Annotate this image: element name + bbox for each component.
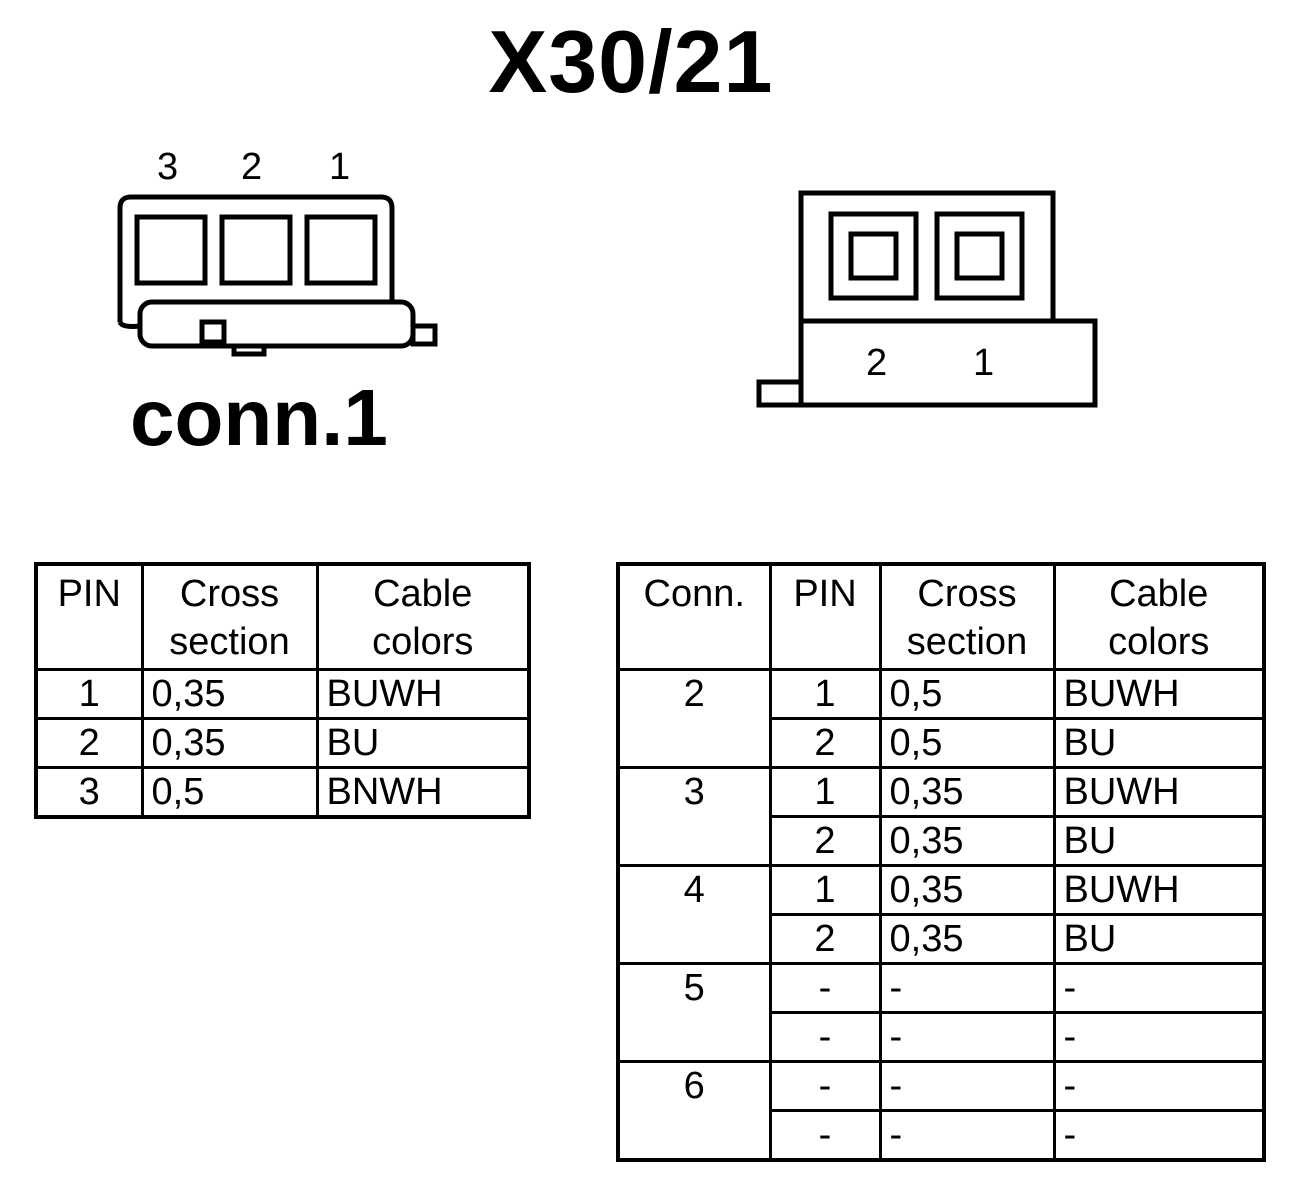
- table-row: 3 0,5 BNWH: [34, 766, 531, 819]
- table-row: 5 - - -: [616, 962, 1266, 1063]
- table-row: 2 1 0,5 BUWH: [616, 668, 1266, 769]
- cross-section-cell: -: [878, 1060, 1056, 1112]
- cross-section-cell: -: [878, 1011, 1056, 1063]
- table-header-row: PIN Cross section Cable colors: [34, 562, 531, 671]
- cable-color-cell: -: [1052, 1109, 1266, 1162]
- cross-section-cell: 0,35: [140, 717, 319, 769]
- cross-section-cell: -: [878, 1109, 1056, 1162]
- pin-cell: 1: [768, 864, 882, 916]
- connector-1-pin-label: 3: [157, 146, 179, 188]
- connector-2-drawing: [756, 190, 1098, 408]
- conn-cell: 6: [616, 1060, 772, 1162]
- cable-color-cell: BUWH: [1052, 766, 1266, 818]
- conn-cell: 5: [616, 962, 772, 1063]
- connector-2-pin-label: 2: [866, 342, 888, 384]
- pin-cell: 2: [768, 717, 882, 769]
- cross-section-cell: 0,5: [878, 717, 1056, 769]
- conn-cell: 3: [616, 766, 772, 867]
- cable-color-cell: BUWH: [315, 668, 531, 720]
- pin-cell: 2: [768, 815, 882, 867]
- header-cable-colors: Cable colors: [315, 562, 531, 671]
- cable-color-cell: -: [1052, 1011, 1266, 1063]
- cross-section-cell: 0,35: [878, 766, 1056, 818]
- connector-1-name: conn.1: [130, 373, 388, 462]
- pin-cell: 2: [768, 913, 882, 965]
- table-row: 4 1 0,35 BUWH: [616, 864, 1266, 965]
- pin-cell: 1: [34, 668, 144, 720]
- header-text: Cross: [179, 573, 280, 615]
- cable-color-cell: BUWH: [1052, 668, 1266, 720]
- table-row: 2 0,35 BU: [618, 815, 1266, 867]
- pin-cell: -: [768, 1109, 882, 1162]
- table-row: 2 0,35 BU: [618, 913, 1266, 965]
- header-cable-colors: Cable colors: [1052, 562, 1266, 671]
- diagram-title: X30/21: [488, 12, 774, 111]
- cross-section-cell: 0,35: [878, 913, 1056, 965]
- header-conn: Conn.: [616, 562, 772, 671]
- pin-cell: 1: [768, 766, 882, 818]
- header-text: PIN: [57, 573, 121, 615]
- cable-color-cell: BU: [1052, 815, 1266, 867]
- cable-color-cell: BNWH: [315, 766, 531, 819]
- cross-section-cell: 0,35: [878, 815, 1056, 867]
- cable-color-cell: -: [1052, 962, 1266, 1014]
- cable-color-cell: BU: [1052, 913, 1266, 965]
- header-text: Cable: [373, 573, 473, 615]
- table-row: 3 1 0,35 BUWH: [616, 766, 1266, 867]
- cable-color-cell: BU: [315, 717, 531, 769]
- header-pin: PIN: [34, 562, 144, 671]
- connector-1-pin-table: PIN Cross section Cable colors 1 0,35 BUWH…: [34, 562, 531, 819]
- pin-cell: 2: [34, 717, 144, 769]
- header-text: Cross: [917, 573, 1017, 615]
- table-row: 6 - - -: [616, 1060, 1266, 1162]
- table-row: - - -: [618, 1011, 1266, 1063]
- header-text: PIN: [793, 573, 857, 615]
- header-text: Conn.: [643, 573, 745, 615]
- header-cross-section: Cross section: [878, 562, 1056, 671]
- table-header-row: Conn. PIN Cross section Cable colors: [616, 562, 1266, 671]
- table-row: 2 0,5 BU: [618, 717, 1266, 769]
- pin-cell: 1: [768, 668, 882, 720]
- header-text: Cable: [1109, 573, 1209, 615]
- pin-cell: -: [768, 962, 882, 1014]
- connector-1-drawing: [117, 194, 438, 357]
- header-text: section: [169, 621, 290, 663]
- cross-section-cell: -: [878, 962, 1056, 1014]
- table-row: 1 0,35 BUWH: [34, 668, 531, 720]
- header-pin: PIN: [768, 562, 882, 671]
- conn-cell: 4: [616, 864, 772, 965]
- conn-cell: 2: [616, 668, 772, 769]
- cross-section-cell: 0,35: [140, 668, 319, 720]
- header-text: section: [906, 621, 1028, 663]
- cross-section-cell: 0,5: [878, 668, 1056, 720]
- connector-2-pin-label: 1: [973, 342, 995, 384]
- connector-group-pin-table: Conn. PIN Cross section Cable colors 2 1 0…: [616, 562, 1266, 1162]
- cross-section-cell: 0,5: [140, 766, 319, 819]
- pin-cell: -: [768, 1060, 882, 1112]
- header-cross-section: Cross section: [140, 562, 319, 671]
- pin-cell: 3: [34, 766, 144, 819]
- pin-cell: -: [768, 1011, 882, 1063]
- header-text: colors: [1108, 621, 1210, 663]
- header-text: colors: [372, 621, 474, 663]
- cross-section-cell: 0,35: [878, 864, 1056, 916]
- cable-color-cell: -: [1052, 1060, 1266, 1112]
- connector-1-pin-label: 1: [329, 146, 351, 188]
- connector-1-pin-label: 2: [241, 146, 263, 188]
- table-row: 2 0,35 BU: [34, 717, 531, 769]
- table-row: - - -: [618, 1109, 1266, 1162]
- connector-drawings: [117, 190, 1098, 408]
- cable-color-cell: BUWH: [1052, 864, 1266, 916]
- cable-color-cell: BU: [1052, 717, 1266, 769]
